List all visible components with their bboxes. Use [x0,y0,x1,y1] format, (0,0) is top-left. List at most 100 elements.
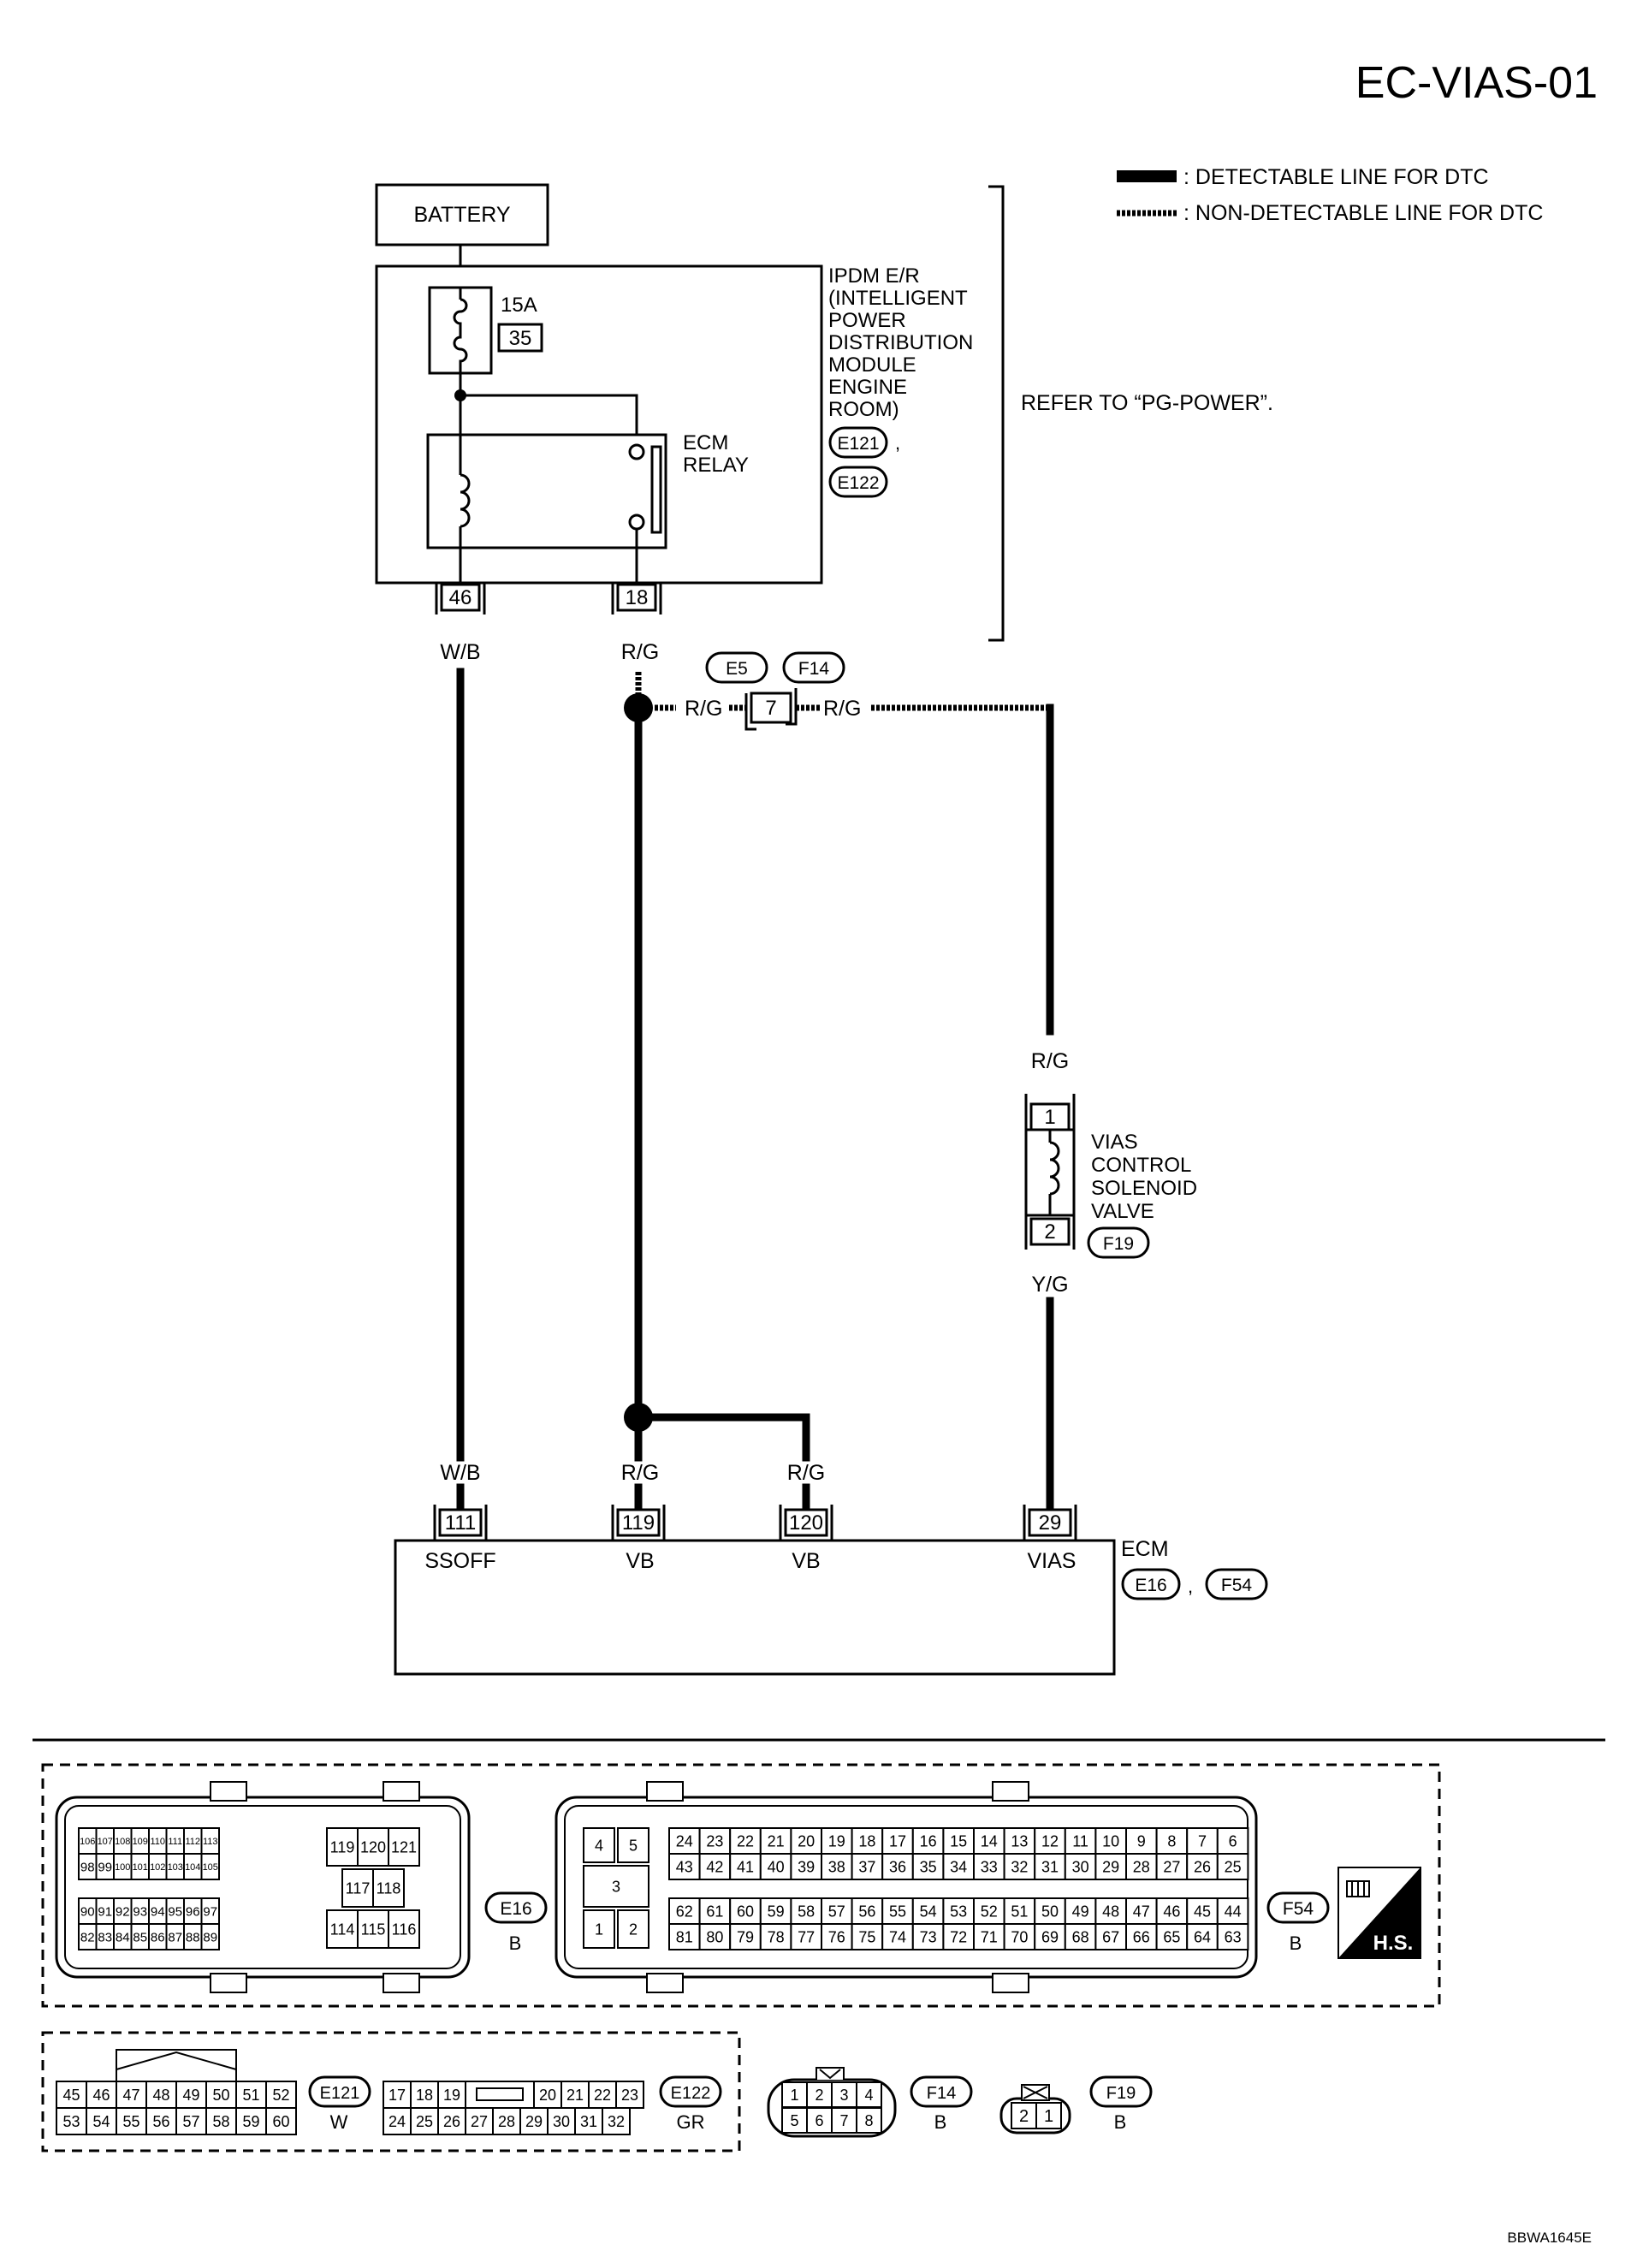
connector-cavity-number: 22 [737,1832,754,1849]
cavity-32: 32 [1003,1853,1036,1880]
cavity-2: 2 [617,1909,649,1949]
connector-cavity-number: 32 [1011,1858,1028,1875]
cavity-70: 70 [1003,1923,1036,1950]
vias-valve-line-4: VALVE [1091,1200,1154,1223]
connector-cavity-number: 116 [392,1921,417,1938]
cavity-97: 97 [200,1897,220,1925]
connector-cavity-number: 104 [185,1862,200,1873]
cavity-4: 4 [583,1827,615,1863]
cavity-29: 29 [1094,1853,1128,1880]
valve-connector-f19: F19 [1087,1226,1150,1259]
connector-view-e122-id: E122 [659,2075,722,2108]
cavity-79: 79 [729,1923,762,1950]
figure-code: BBWA1645E [1507,2229,1592,2246]
connector-view-f54-color: B [1290,1933,1302,1954]
connector-cavity-number: 12 [1041,1832,1059,1849]
cavity-5: 5 [781,2107,808,2134]
connector-cavity-number: 64 [1194,1928,1211,1945]
cavity-8: 8 [1155,1827,1189,1855]
connector-cavity-number: 82 [80,1930,95,1944]
connector-cavity-number: 59 [768,1903,785,1920]
ipdm-label: IPDM E/R (INTELLIGENT POWER DISTRIBUTION… [828,264,979,421]
cavity-58: 58 [205,2107,237,2135]
connector-cavity-number: 92 [116,1904,130,1919]
cavity-20: 20 [790,1827,823,1855]
cavity-47: 47 [116,2081,147,2109]
connector-cavity-number: 119 [330,1838,355,1855]
svg-text:SSOFF: SSOFF [424,1549,495,1573]
cavity-15: 15 [942,1827,976,1855]
cavity-116: 116 [388,1909,420,1949]
connector-view-e16-id: E16 [484,1891,548,1924]
cavity-85: 85 [130,1923,150,1950]
connector-cavity-number: 88 [186,1930,200,1944]
connector-cavity-number: 99 [98,1860,112,1874]
cavity-92: 92 [113,1897,133,1925]
cavity-101: 101 [130,1853,150,1880]
connector-lock-tab [476,2087,524,2101]
connector-cavity-number: 15 [950,1832,967,1849]
connector-cavity-number: 108 [115,1837,130,1847]
ecm-relay-label: ECM RELAY [683,431,749,477]
cavity-1: 1 [583,1909,615,1949]
ecm-pin-111: 111 SSOFF [424,1505,496,1573]
cavity-89: 89 [200,1923,220,1950]
connector-cavity-number: 103 [168,1862,183,1873]
ipdm-line-2: (INTELLIGENT [828,287,968,310]
cavity-13: 13 [1003,1827,1036,1855]
svg-text:F19: F19 [1106,2084,1136,2103]
svg-text:7: 7 [765,697,776,720]
vias-valve-label: VIAS CONTROL SOLENOID VALVE [1091,1131,1203,1223]
cavity-63: 63 [1216,1923,1249,1950]
cavity-28: 28 [1125,1853,1158,1880]
connector-cavity-number: 105 [203,1862,218,1873]
connector-cavity-number: 117 [346,1879,371,1897]
cavity-87: 87 [165,1923,185,1950]
legend: : DETECTABLE LINE FOR DTC : NON-DETECTAB… [1117,165,1543,225]
ipdm-pin-46: 46 [435,583,486,614]
connector-cavity-number: 87 [168,1930,182,1944]
cavity-49: 49 [1064,1897,1097,1925]
connector-view-f14-id: F14 [910,2075,973,2108]
svg-text:E122: E122 [671,2084,711,2103]
cavity-22: 22 [588,2081,617,2109]
svg-text:2: 2 [1044,1220,1055,1244]
cavity-84: 84 [113,1923,133,1950]
cavity-23: 23 [615,2081,644,2109]
connector-cavity-number: 45 [62,2087,80,2104]
cavity-111: 111 [165,1827,185,1855]
connector-cavity-number: 34 [950,1858,967,1875]
connector-cavity-number: 47 [122,2087,139,2104]
wire-color-rg-joint-right: R/G [823,697,861,721]
connector-cavity-number: 24 [676,1832,693,1849]
connector-cavity-number: 59 [242,2113,259,2130]
ipdm-connector-panel [41,2031,741,2152]
cavity-6: 6 [1216,1827,1249,1855]
cavity-46: 46 [86,2081,117,2109]
connector-cavity-number: 62 [676,1903,693,1920]
connector-cavity-number: 115 [361,1921,386,1938]
connector-cavity-number: 21 [768,1832,785,1849]
cavity-107: 107 [95,1827,115,1855]
cavity-86: 86 [148,1923,168,1950]
cavity-110: 110 [148,1827,168,1855]
connector-cavity-number: 23 [706,1832,723,1849]
connector-cavity-number: 36 [889,1858,906,1875]
cavity-25: 25 [1216,1853,1249,1880]
ecm-relay-line-1: ECM [683,431,728,454]
connector-cavity-number: 121 [391,1838,417,1855]
connector-cavity-number: 60 [272,2113,289,2130]
connector-cavity-number: 94 [151,1904,165,1919]
cavity-105: 105 [200,1853,220,1880]
cavity-71: 71 [973,1923,1005,1950]
cavity-52: 52 [265,2081,297,2109]
connector-cavity-number: 89 [203,1930,217,1944]
connector-cavity-number: 10 [1102,1832,1119,1849]
cavity-69: 69 [1034,1923,1066,1950]
connector-cavity-number: 49 [182,2087,199,2104]
cavity-54: 54 [911,1897,945,1925]
cavity-53: 53 [942,1897,976,1925]
connector-cavity-number: 85 [133,1930,147,1944]
cavity-30: 30 [547,2107,576,2135]
